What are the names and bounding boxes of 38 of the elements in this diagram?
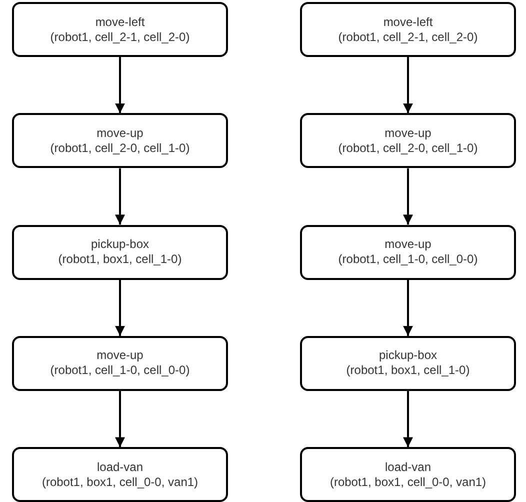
action-box	[300, 336, 516, 391]
action-box	[300, 2, 516, 57]
arrow	[115, 280, 125, 336]
action-parameters: (robot1, cell_2-0, cell_1-0)	[50, 140, 190, 156]
action-parameters: (robot1, cell_2-1, cell_2-0)	[338, 30, 478, 44]
action-box	[300, 113, 516, 168]
action-name: move-left	[95, 14, 145, 30]
arrow	[403, 280, 413, 336]
arrow	[403, 57, 413, 114]
action-parameters: (robot1, box1, cell_1-0)	[58, 252, 182, 268]
action-name: load-van	[384, 460, 432, 475]
action-parameters: (robot1, cell_2-1, cell_2-0)	[50, 30, 190, 44]
action-box	[12, 113, 228, 168]
action-box	[300, 224, 516, 280]
action-parameters: (robot1, box1, cell_0-0, van1)	[330, 474, 486, 490]
action-box	[300, 447, 516, 502]
arrow	[115, 168, 125, 225]
action-parameters: (robot1, box1, cell_1-0)	[346, 363, 470, 378]
action-parameters: (robot1, cell_1-0, cell_0-0)	[50, 363, 190, 378]
action-name: pickup-box	[90, 237, 150, 252]
action-box	[12, 336, 228, 391]
action-name: move-up	[384, 237, 432, 252]
action-box	[12, 2, 228, 57]
action-name: move-left	[383, 14, 433, 30]
arrow	[403, 168, 413, 225]
arrow	[403, 390, 413, 448]
action-parameters: (robot1, cell_1-0, cell_0-0)	[338, 252, 478, 268]
action-name: move-up	[96, 126, 144, 141]
action-box	[12, 447, 228, 502]
action-name: move-up	[384, 126, 432, 141]
action-box	[12, 224, 228, 280]
action-parameters: (robot1, box1, cell_0-0, van1)	[42, 474, 198, 490]
action-name: pickup-box	[378, 348, 438, 364]
action-name: move-up	[96, 348, 144, 364]
action-parameters: (robot1, cell_2-0, cell_1-0)	[338, 140, 478, 156]
action-name: load-van	[96, 460, 144, 475]
arrow	[115, 390, 125, 448]
arrow	[115, 57, 125, 114]
